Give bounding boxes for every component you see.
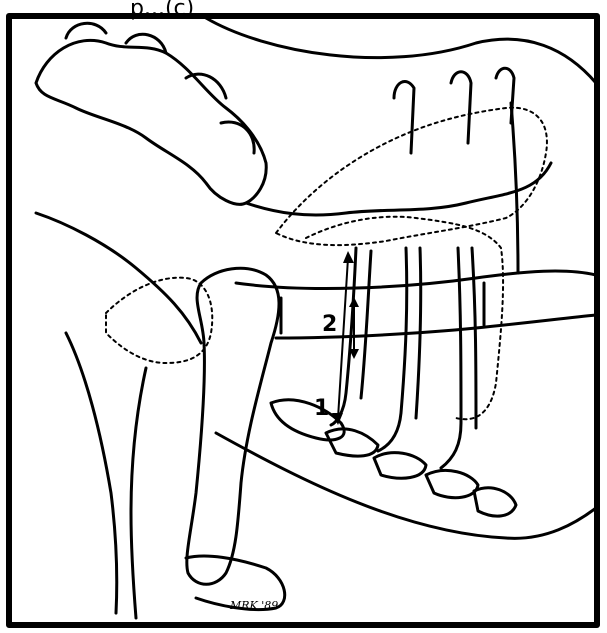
forelimb-back-2 bbox=[131, 368, 146, 618]
forelimb-back bbox=[66, 333, 117, 613]
figure-frame: 2 1 MRK '89 bbox=[6, 13, 600, 628]
rib-1-inner bbox=[361, 251, 371, 398]
artist-signature: MRK '89 bbox=[229, 599, 278, 612]
sternebra-1 bbox=[326, 429, 378, 456]
label-1: 1 bbox=[314, 396, 329, 421]
thoracic-spine bbox=[246, 163, 551, 215]
arrowhead-2-top bbox=[349, 297, 359, 307]
sternebra-3 bbox=[426, 470, 478, 497]
dorsal-skin-line bbox=[206, 18, 596, 83]
rib-2 bbox=[378, 248, 407, 451]
arrowhead-1-top bbox=[343, 251, 354, 263]
rib-head-2 bbox=[451, 72, 471, 143]
rib-head-3 bbox=[496, 68, 514, 123]
thorax-diagram: 2 1 MRK '89 bbox=[6, 13, 600, 628]
vertebra-process-4 bbox=[221, 122, 254, 153]
rib-head-1 bbox=[394, 81, 414, 153]
sternebra-2 bbox=[374, 453, 426, 479]
sternebra-4 bbox=[474, 488, 516, 516]
rib-3-inner bbox=[472, 248, 476, 428]
ventral-body-line bbox=[216, 433, 596, 538]
vertebra-process-3 bbox=[186, 74, 226, 98]
trachea-top bbox=[236, 271, 596, 288]
label-2: 2 bbox=[322, 312, 337, 337]
sternum-1 bbox=[271, 400, 344, 440]
vertebra-process-1 bbox=[66, 23, 106, 38]
border bbox=[9, 16, 597, 625]
rib-4 bbox=[511, 103, 518, 273]
humerus bbox=[187, 268, 279, 584]
